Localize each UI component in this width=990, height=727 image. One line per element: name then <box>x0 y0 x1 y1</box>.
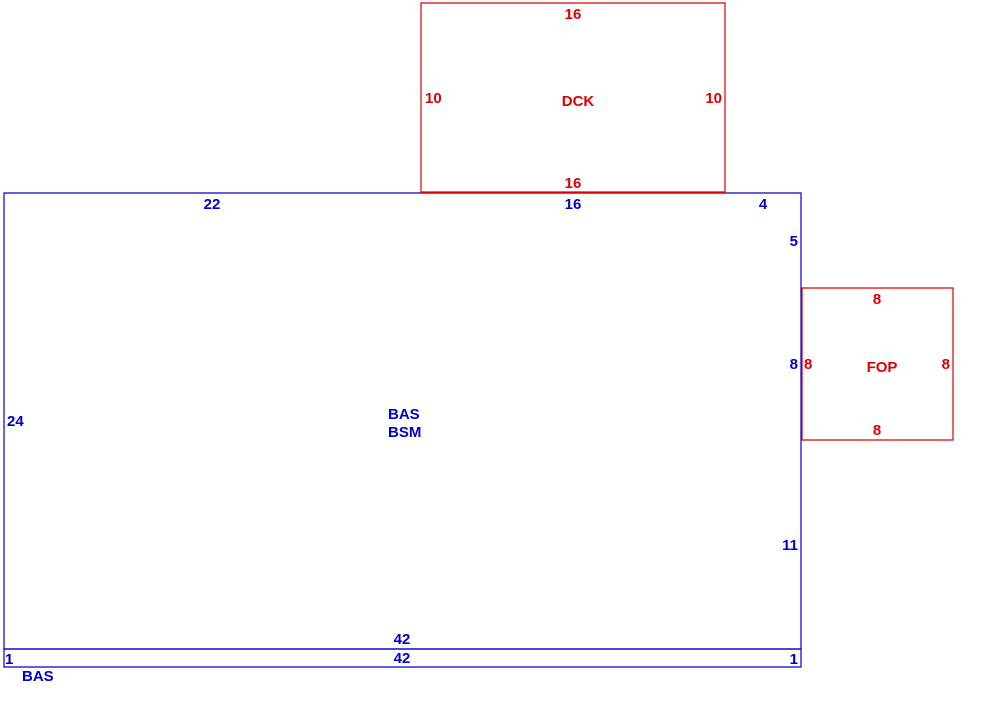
main-dim-right-lower: 11 <box>782 537 798 554</box>
porch-dim-left: 8 <box>804 356 812 373</box>
deck-code: DCK <box>562 93 595 110</box>
deck-dim-right: 10 <box>705 90 722 107</box>
deck-dim-bottom: 16 <box>565 175 582 192</box>
deck-dim-top: 16 <box>565 6 582 23</box>
strip-code: BAS <box>22 668 54 685</box>
strip-area-outline <box>3 648 802 668</box>
strip-dim-left: 1 <box>5 651 13 668</box>
main-dim-top-right: 4 <box>759 196 768 213</box>
deck-dim-left: 10 <box>425 90 442 107</box>
porch-area-outline <box>801 287 954 441</box>
strip-dim-right: 1 <box>790 651 798 668</box>
main-dim-right-upper: 5 <box>790 233 798 250</box>
main-dim-top-mid: 16 <box>565 196 582 213</box>
main-code-secondary: BSM <box>388 424 421 441</box>
deck-area-outline <box>420 2 726 194</box>
porch-dim-top: 8 <box>873 291 881 308</box>
porch-code: FOP <box>867 359 898 376</box>
main-dim-top-left: 22 <box>204 196 221 213</box>
porch-dim-right: 8 <box>942 356 950 373</box>
main-dim-bottom: 42 <box>394 631 411 648</box>
main-dim-right-mid: 8 <box>790 356 798 373</box>
strip-dim-top: 42 <box>394 650 411 667</box>
main-dim-left: 24 <box>7 413 24 430</box>
porch-dim-bottom: 8 <box>873 422 881 439</box>
main-code-primary: BAS <box>388 406 420 423</box>
